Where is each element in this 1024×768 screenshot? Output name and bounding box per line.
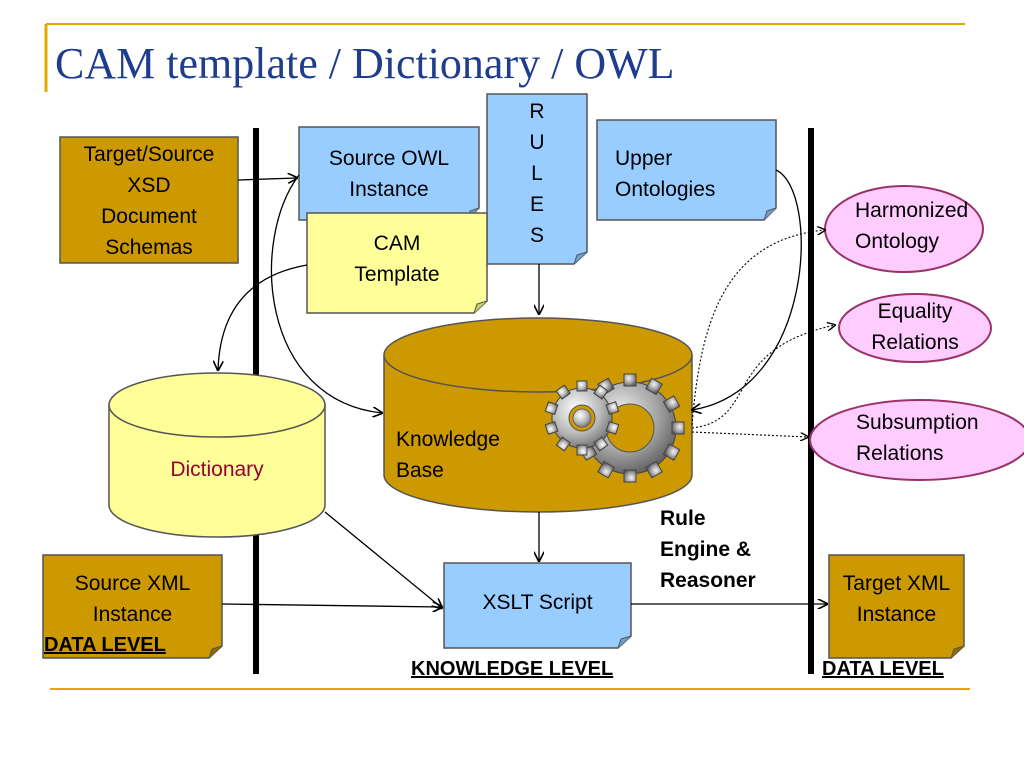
knowledge-base-label: Knowledge Base [396, 424, 536, 486]
rules-letter-4: E [529, 193, 544, 216]
target-xml-line-1: Target XML [842, 572, 951, 595]
rules-letter-2: U [529, 131, 545, 154]
arrow-source-owl-to-kb [270, 174, 382, 413]
dictionary-cylinder [108, 372, 326, 538]
subsumption-relations-ellipse [809, 399, 1024, 481]
xsd-line-3: Document [101, 205, 197, 228]
cam-template-box [306, 212, 488, 314]
upper-ontologies-box [596, 119, 777, 221]
target-xml-label: Target XML Instance [829, 568, 964, 630]
upper-ontologies-label: Upper Ontologies [615, 143, 765, 205]
subsumption-line-2: Relations [856, 442, 944, 465]
xsd-line-2: XSD [127, 174, 171, 197]
equality-line-1: Equality [877, 300, 953, 323]
left-data-level-label: DATA LEVEL [44, 634, 166, 656]
subsumption-relations-label: Subsumption Relations [856, 407, 1016, 469]
arrow-upper-ontologies-to-kb [692, 169, 802, 410]
source-xml-box [42, 554, 223, 659]
equality-line-2: Relations [871, 331, 959, 354]
right-data-level-label: DATA LEVEL [822, 658, 944, 680]
source-xml-line-1: Source XML [74, 572, 191, 595]
rules-letter-1: R [529, 100, 545, 123]
dotted-kb-to-subsumption [691, 431, 808, 437]
rule-engine-line-3: Reasoner [660, 569, 756, 592]
target-source-xsd-label: Target/Source XSD Document Schemas [60, 139, 238, 263]
rules-label: R U L E S [487, 96, 587, 251]
upper-line-1: Upper [615, 147, 673, 170]
rules-letter-5: S [529, 224, 544, 247]
xslt-script-label: XSLT Script [482, 591, 593, 614]
knowledge-level-label: KNOWLEDGE LEVEL [411, 658, 614, 680]
cam-line-1: CAM [373, 232, 421, 255]
arrow-dictionary-to-xslt [324, 511, 442, 608]
xsd-line-1: Target/Source [83, 143, 215, 166]
upper-line-2: Ontologies [615, 178, 716, 201]
source-xml-label: Source XML Instance [43, 568, 222, 630]
harmonized-ontology-label: Harmonized Ontology [855, 195, 1005, 257]
target-xml-box [828, 554, 965, 659]
arrow-xsd-to-source-owl [237, 178, 297, 180]
cam-line-2: Template [354, 263, 440, 286]
subsumption-line-1: Subsumption [856, 411, 979, 434]
rules-letter-3: L [531, 162, 543, 185]
source-owl-line-2: Instance [349, 178, 429, 201]
right-level-divider [808, 128, 814, 674]
gears-icon [544, 373, 685, 483]
arrow-cam-to-dictionary [218, 264, 308, 370]
dotted-kb-to-harmonized [691, 230, 825, 426]
kb-line-2: Base [396, 459, 444, 482]
equality-relations-label: Equality Relations [860, 296, 970, 358]
xsd-line-4: Schemas [105, 236, 193, 259]
source-xml-line-2: Instance [92, 603, 173, 626]
source-owl-line-1: Source OWL [328, 147, 450, 170]
dictionary-label: Dictionary [170, 458, 264, 481]
harmonized-line-2: Ontology [855, 230, 940, 253]
rule-engine-line-1: Rule [660, 507, 706, 530]
arrow-source-xml-to-xslt [221, 604, 442, 607]
xslt-script-box [443, 562, 632, 649]
harmonized-line-1: Harmonized [855, 199, 969, 222]
cam-template-label: CAM Template [307, 228, 487, 290]
target-source-xsd-box [59, 136, 239, 264]
equality-relations-ellipse [838, 293, 992, 363]
source-owl-label: Source OWL Instance [299, 143, 479, 205]
dotted-kb-to-equality [691, 325, 835, 429]
rule-engine-label: Rule Engine & Reasoner [660, 503, 800, 596]
rule-engine-line-2: Engine & [660, 538, 752, 561]
target-xml-line-2: Instance [856, 603, 937, 626]
page-title: CAM template / Dictionary / OWL [55, 39, 675, 88]
kb-line-1: Knowledge [396, 428, 500, 451]
